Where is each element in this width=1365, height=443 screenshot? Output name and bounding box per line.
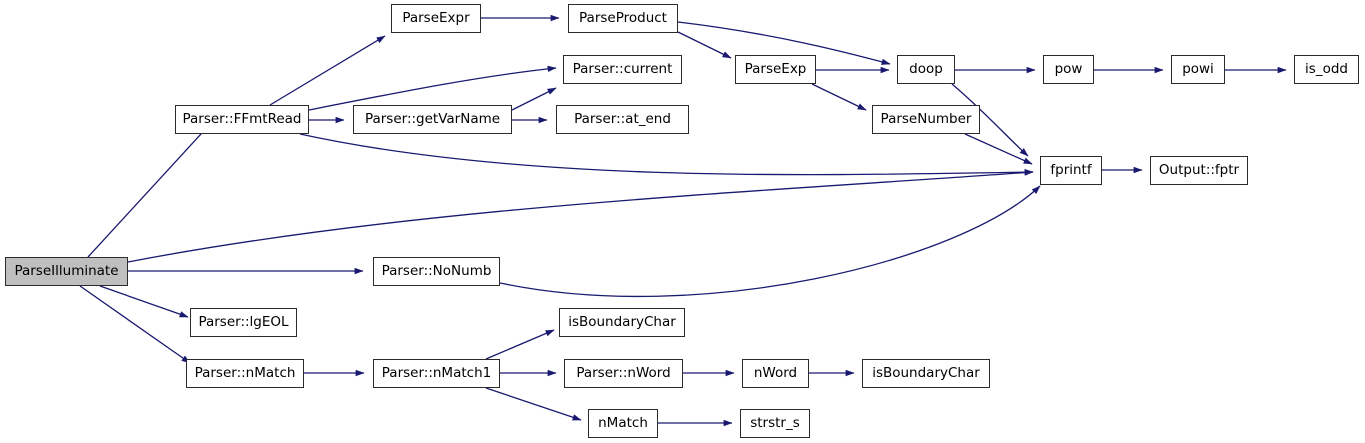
node-label-ParseProduct: ParseProduct xyxy=(579,9,667,26)
node-label-strstr_s: strstr_s xyxy=(750,414,800,431)
edge-ParseIlluminate-to-ParserFFmtRead xyxy=(87,121,213,258)
node-label-ParserAtEnd: Parser::at_end xyxy=(574,110,671,127)
node-label-nMatch: nMatch xyxy=(598,414,648,431)
node-ParserNMatch1[interactable]: Parser::nMatch1 xyxy=(373,359,500,388)
edge-ParserFFmtRead-to-ParseExpr xyxy=(269,35,386,106)
node-label-isBoundaryChar2: isBoundaryChar xyxy=(872,364,980,381)
node-label-ParserLgEOL: Parser::lgEOL xyxy=(198,313,289,330)
edge-doop-to-fprintf xyxy=(951,83,1029,157)
node-ParseExpr[interactable]: ParseExpr xyxy=(391,4,481,33)
node-label-pow: pow xyxy=(1054,60,1083,77)
edge-ParseIlluminate-to-ParserNMatch xyxy=(79,285,191,364)
node-label-fprintf: fprintf xyxy=(1050,161,1092,178)
node-label-nWord: nWord xyxy=(753,364,798,381)
node-doop[interactable]: doop xyxy=(897,55,955,84)
node-ParseExp[interactable]: ParseExp xyxy=(735,55,816,84)
node-fprintf[interactable]: fprintf xyxy=(1040,156,1102,185)
edges-group xyxy=(79,14,1287,427)
node-label-ParserNMatch1: Parser::nMatch1 xyxy=(381,364,492,381)
node-label-ParserGetVarName: Parser::getVarName xyxy=(364,110,501,127)
node-label-powi: powi xyxy=(1182,60,1214,77)
node-powi[interactable]: powi xyxy=(1171,55,1225,84)
edge-ParseNumber-to-fprintf xyxy=(964,133,1033,165)
node-label-ParserNWord: Parser::nWord xyxy=(576,364,671,381)
node-label-doop: doop xyxy=(909,60,943,77)
node-nWord[interactable]: nWord xyxy=(742,359,809,388)
node-ParseNumber[interactable]: ParseNumber xyxy=(872,105,980,134)
node-label-ParserNMatch: Parser::nMatch xyxy=(194,364,296,381)
edge-ParseProduct-to-ParseExp xyxy=(677,31,732,59)
node-ParserNMatch[interactable]: Parser::nMatch xyxy=(186,359,304,388)
node-strstr_s[interactable]: strstr_s xyxy=(740,409,810,438)
edge-ParseIlluminate-to-fprintf xyxy=(127,169,1034,263)
node-label-ParseExp: ParseExp xyxy=(744,60,807,77)
edge-ParseIlluminate-to-ParserLgEOL xyxy=(99,285,189,318)
edge-ParseProduct-to-doop xyxy=(677,21,891,65)
edge-ParserFFmtRead-to-ParserCurrent xyxy=(308,65,557,111)
node-isBoundaryChar2[interactable]: isBoundaryChar xyxy=(862,359,990,388)
node-label-ParseExpr: ParseExpr xyxy=(402,9,470,26)
node-ParseProduct[interactable]: ParseProduct xyxy=(568,4,678,33)
edge-ParserFFmtRead-to-fprintf xyxy=(299,133,1034,176)
node-label-OutputFptr: Output::fptr xyxy=(1158,161,1240,178)
node-label-ParserCurrent: Parser::current xyxy=(572,60,673,77)
edge-ParseExp-to-ParseNumber xyxy=(811,83,867,111)
node-label-ParserFFmtRead: Parser::FFmtRead xyxy=(182,110,302,127)
edge-ParserNoNumb-to-fprintf xyxy=(499,185,1041,298)
edge-ParserNMatch1-to-nMatch xyxy=(485,387,582,421)
node-ParseIlluminate[interactable]: ParseIlluminate xyxy=(5,257,128,286)
node-OutputFptr[interactable]: Output::fptr xyxy=(1150,156,1248,185)
node-isBoundaryChar1[interactable]: isBoundaryChar xyxy=(559,308,685,337)
node-pow[interactable]: pow xyxy=(1043,55,1094,84)
edge-ParserGetVarName-to-ParserCurrent xyxy=(511,87,557,111)
node-label-ParseNumber: ParseNumber xyxy=(880,110,972,127)
node-ParserCurrent[interactable]: Parser::current xyxy=(563,55,682,84)
node-ParserGetVarName[interactable]: Parser::getVarName xyxy=(353,105,512,134)
node-ParserNoNumb[interactable]: Parser::NoNumb xyxy=(373,257,500,286)
node-label-ParserNoNumb: Parser::NoNumb xyxy=(381,262,492,279)
node-label-ParseIlluminate: ParseIlluminate xyxy=(14,262,119,279)
node-is_odd[interactable]: is_odd xyxy=(1294,55,1359,84)
node-label-is_odd: is_odd xyxy=(1305,60,1348,77)
node-label-isBoundaryChar1: isBoundaryChar xyxy=(568,313,676,330)
edge-ParserNMatch1-to-isBoundaryChar1 xyxy=(485,329,555,360)
node-ParserAtEnd[interactable]: Parser::at_end xyxy=(556,105,689,134)
node-ParserLgEOL[interactable]: Parser::lgEOL xyxy=(190,308,297,337)
node-nMatch[interactable]: nMatch xyxy=(588,409,658,438)
node-ParserNWord[interactable]: Parser::nWord xyxy=(564,359,683,388)
node-ParserFFmtRead[interactable]: Parser::FFmtRead xyxy=(175,105,309,134)
